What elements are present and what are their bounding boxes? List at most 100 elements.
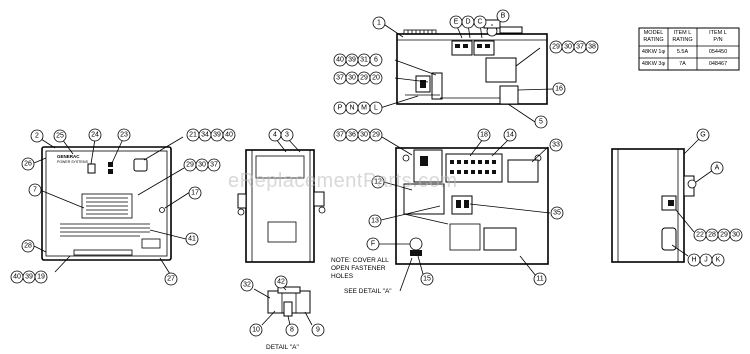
callout-label: 6 — [374, 57, 378, 64]
callout-label: 4 — [273, 132, 277, 139]
rating-table: MODEL RATING ITEM L RATING ITEM L P/N 48… — [638, 27, 740, 71]
top-view: 1 E D C B 29 30 37 38 40 39 31 6 37 30 2… — [333, 9, 599, 129]
brand-sublabel: POWER SYSTEMS — [57, 160, 89, 164]
callout-label: N — [349, 105, 354, 112]
detail-title: DETAIL "A" — [266, 344, 299, 351]
callout-label: H — [691, 257, 696, 264]
callout-label: J — [704, 257, 708, 264]
detail-a-view: 32 42 10 8 9 DETAIL "A" — [240, 275, 325, 351]
callout-label: 40 — [336, 57, 344, 64]
callout-label: 17 — [191, 190, 199, 197]
callout-label: 30 — [360, 132, 368, 139]
callout-label: 28 — [24, 243, 32, 250]
callout-label: D — [465, 19, 470, 26]
callout-label: K — [716, 257, 721, 264]
note-line: NOTE: COVER ALL — [331, 257, 389, 264]
callout-label: 33 — [552, 142, 560, 149]
table-header: RATING — [672, 37, 692, 43]
callout-label: 2 — [35, 133, 39, 140]
callout-label: 15 — [423, 276, 431, 283]
callout-label: 31 — [360, 57, 368, 64]
table-cell: 048467 — [709, 61, 727, 67]
callout-label: 30 — [198, 162, 206, 169]
callout-label: 20 — [372, 75, 380, 82]
callout-label: 22 — [696, 232, 704, 239]
callout-label: 7 — [33, 187, 37, 194]
top-view-housing — [396, 33, 548, 105]
table-header: MODEL — [644, 30, 664, 36]
callout-label: 25 — [56, 133, 64, 140]
callout-label: 40 — [13, 274, 21, 281]
callout-label: L — [374, 105, 378, 112]
callout-label: 30 — [348, 75, 356, 82]
interior-view: 37 36 30 29 18 14 33 12 13 35 F 15 11 NO… — [331, 128, 564, 295]
table-cell: 48KW 1φ — [642, 49, 666, 55]
callout-label: 3 — [285, 132, 289, 139]
callout-label: 37 — [336, 75, 344, 82]
callout-label: 27 — [167, 276, 175, 283]
table-cell: 48KW 3φ — [642, 61, 666, 67]
table-header: ITEM L — [674, 30, 692, 36]
table-cell: 5.5A — [677, 49, 689, 55]
callout-label: 34 — [201, 132, 209, 139]
callout-label: 23 — [120, 132, 128, 139]
callout-label: 37 — [576, 44, 584, 51]
callout-label: 26 — [24, 161, 32, 168]
callout-label: 36 — [348, 132, 356, 139]
interior-housing — [395, 147, 549, 265]
table-header: RATING — [643, 37, 663, 43]
callout-label: 37 — [336, 132, 344, 139]
see-detail-note: SEE DETAIL "A" — [344, 288, 392, 295]
callout-label: 38 — [588, 44, 596, 51]
callout-label: 29 — [372, 132, 380, 139]
callout-label: C — [477, 19, 482, 26]
side-view: 4 3 — [237, 128, 326, 263]
callout-label: 37 — [210, 162, 218, 169]
table-header: P/N — [713, 37, 722, 43]
callout-label: 29 — [360, 75, 368, 82]
callout-label: 29 — [186, 162, 194, 169]
callout-label: P — [338, 105, 343, 112]
callout-label: 10 — [252, 327, 260, 334]
watermark: eReplacementParts.com — [228, 170, 457, 192]
callout-label: 12 — [374, 179, 382, 186]
callout-label: 42 — [277, 279, 285, 286]
callout-label: 32 — [243, 282, 251, 289]
terminal-strip — [450, 160, 496, 174]
callout-label: 9 — [316, 327, 320, 334]
callout-label: 1 — [377, 20, 381, 27]
callout-label: 29 — [720, 232, 728, 239]
callout-label: B — [501, 13, 506, 20]
callout-label: 16 — [555, 86, 563, 93]
callout — [372, 16, 386, 30]
right-side-view: G A 22 28 29 30 H J K — [611, 128, 743, 267]
note-line: OPEN FASTENER — [331, 265, 386, 272]
callout-label: 18 — [480, 132, 488, 139]
front-view: GENERAC POWER SYSTEMS — [10, 128, 236, 286]
table-cell: 7A — [679, 61, 686, 67]
brand-label: GENERAC — [57, 154, 80, 159]
callout-label: 24 — [91, 132, 99, 139]
callout-label: 8 — [290, 327, 294, 334]
callout-label: 35 — [553, 210, 561, 217]
callout-label: 13 — [371, 218, 379, 225]
callout-label: 28 — [708, 232, 716, 239]
callout-label: 41 — [188, 236, 196, 243]
warning-label — [60, 193, 161, 256]
callout-label: E — [454, 19, 459, 26]
top-vents — [403, 29, 437, 35]
callout-label: 30 — [732, 232, 740, 239]
callout-label: 39 — [348, 57, 356, 64]
right-housing — [611, 148, 685, 263]
callout-label: 40 — [225, 132, 233, 139]
callout-label: 19 — [37, 274, 45, 281]
callout-label: G — [700, 132, 705, 139]
callout-label: 30 — [564, 44, 572, 51]
callout-label: A — [715, 165, 720, 172]
callout-label: 21 — [189, 132, 197, 139]
callout-label: 29 — [552, 44, 560, 51]
callout-label: 11 — [536, 276, 543, 283]
callout-label: M — [361, 105, 367, 112]
callout-label: 39 — [25, 274, 33, 281]
